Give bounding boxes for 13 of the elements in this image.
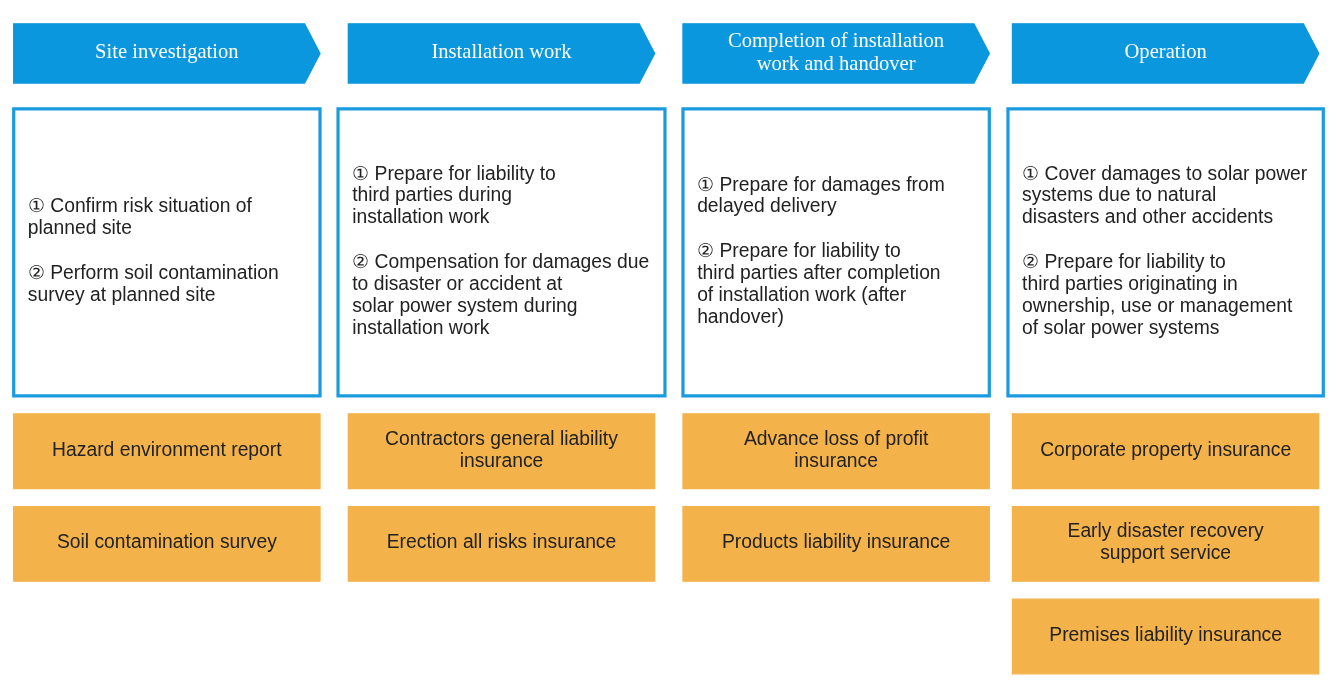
node-box: Contractors general liability insurance — [347, 412, 656, 489]
node-box: ① Prepare for damages from delayed delivery ② Prepare for liability to third parties after completion of installation work (after handover) — [681, 106, 991, 397]
node-box: Advance loss of profit insurance — [682, 412, 990, 489]
node-box: Erection all risks insurance — [347, 505, 656, 582]
node-box: ① Confirm risk situation of planned site ② Perform soil contamination survey at planned site — [12, 106, 322, 397]
node-box: Premises liability insurance — [1011, 598, 1320, 674]
node-box: Early disaster recovery support service — [1011, 505, 1320, 582]
node-box: Hazard environment report — [13, 412, 321, 489]
node-box: ① Prepare for liability to third parties during installation work ② Compensation for damages due to disaster or accident at solar power system during installation work — [336, 106, 667, 397]
node-box: Soil contamination survey — [13, 505, 321, 582]
node-box: Products liability insurance — [682, 505, 990, 582]
node-box: ① Cover damages to solar power systems due to natural disasters and other accidents ② Prepare for liability to third parties originating in ownership, use or management of solar power systems — [1006, 106, 1325, 397]
node-box: Corporate property insurance — [1011, 412, 1320, 489]
